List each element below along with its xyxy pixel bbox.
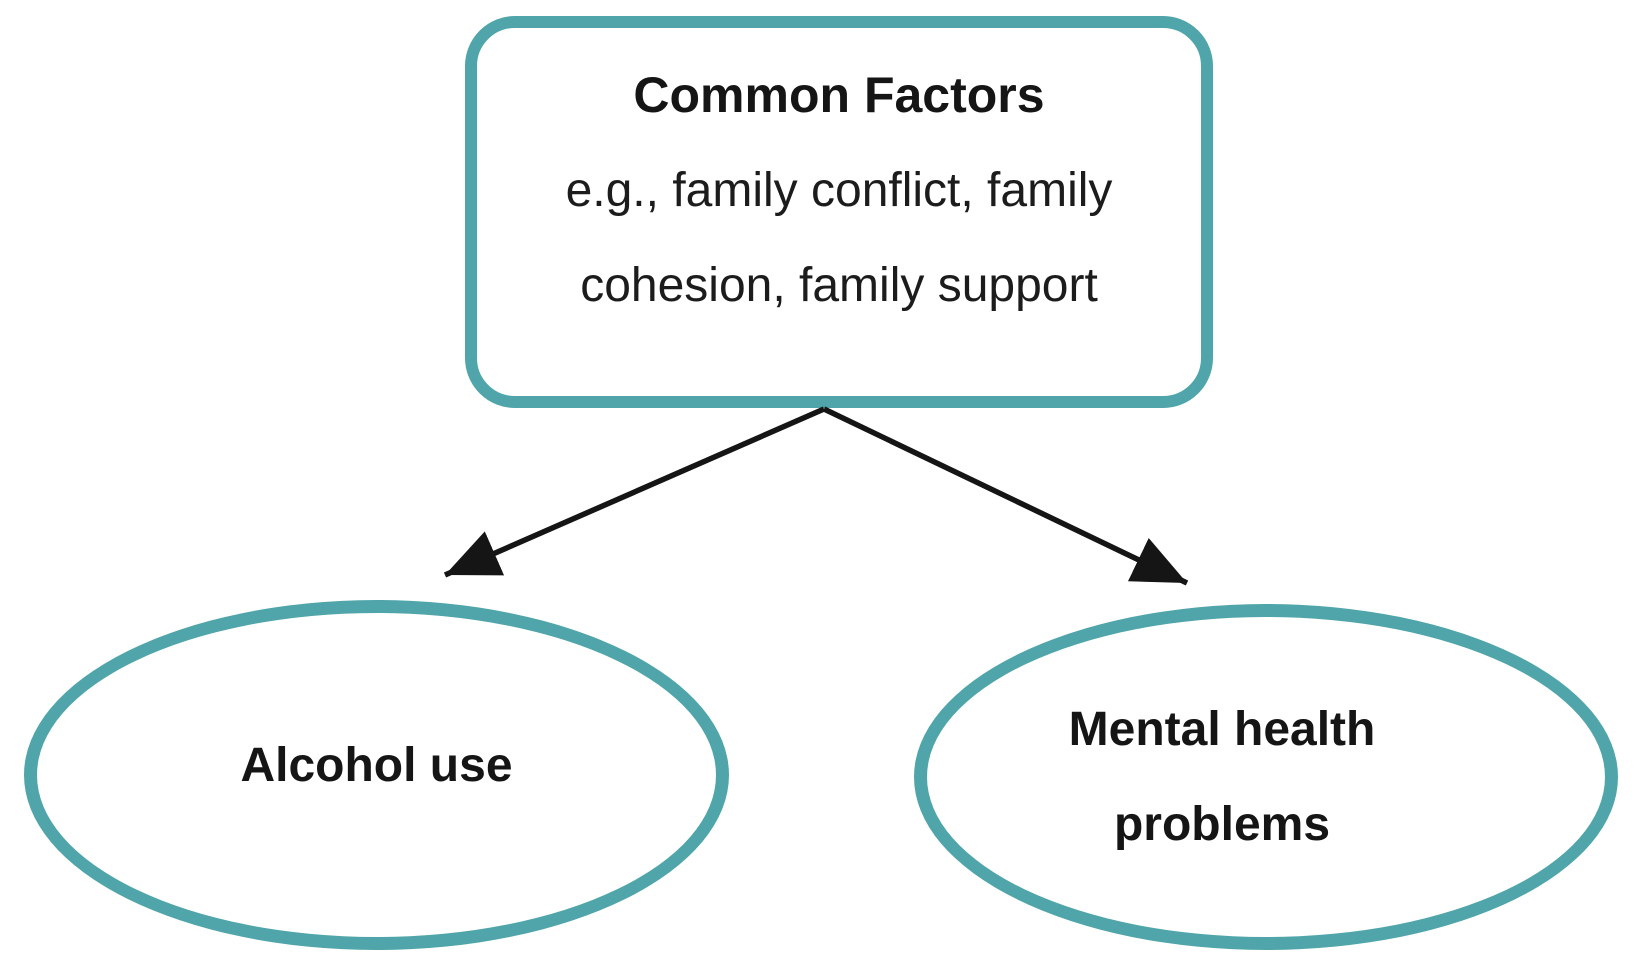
alcohol-use-label: Alcohol use bbox=[240, 738, 513, 792]
mental-health-line-1: Mental health bbox=[1068, 703, 1376, 756]
arrow-to-alcohol-use bbox=[443, 406, 826, 578]
arrow-to-mental-health bbox=[822, 406, 1189, 586]
mental-health-line-2: problems bbox=[1113, 798, 1331, 851]
mental-health-problems-node: Mental health problems bbox=[914, 604, 1618, 950]
common-factors-examples-line-2: cohesion, family support bbox=[580, 259, 1098, 312]
mental-health-problems-label: Mental health problems bbox=[1069, 682, 1376, 872]
common-factors-node: Common Factors e.g., family conflict, fa… bbox=[465, 16, 1213, 408]
alcohol-use-node: Alcohol use bbox=[24, 600, 729, 950]
common-factors-title: Common Factors bbox=[633, 67, 1045, 123]
common-factors-examples-line-1: e.g., family conflict, family bbox=[565, 164, 1113, 217]
